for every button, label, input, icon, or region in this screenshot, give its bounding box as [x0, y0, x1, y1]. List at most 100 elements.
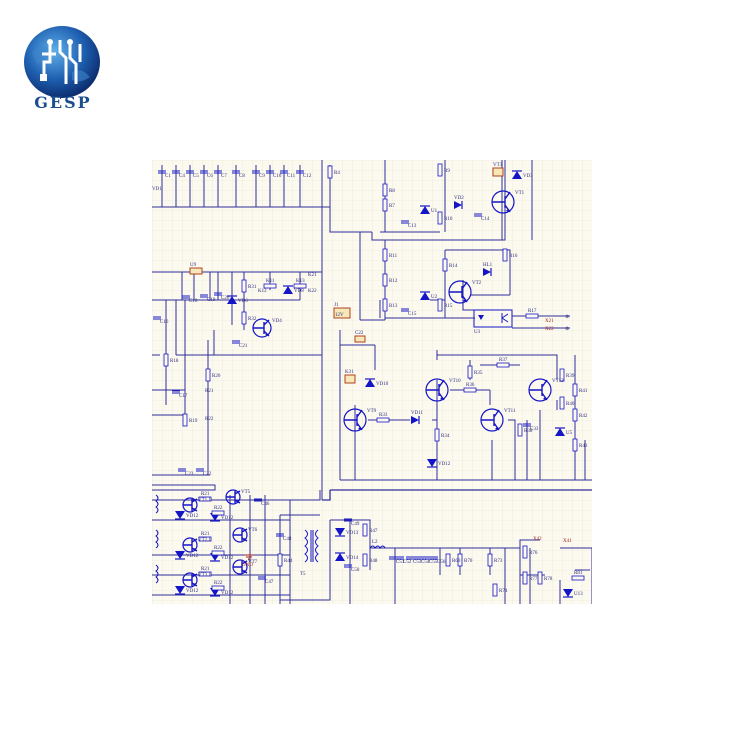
component-label: VD8: [294, 289, 304, 294]
component-label: C47: [265, 580, 274, 585]
resistor-r19: [182, 413, 188, 427]
component-label: R21: [205, 389, 214, 394]
component-label: R77: [529, 577, 538, 582]
resistor-r37: [496, 362, 510, 368]
component-label: R32: [248, 317, 257, 322]
component-label: VD12: [186, 554, 199, 559]
component-label: U1: [431, 209, 438, 214]
component-label: R33: [379, 413, 388, 418]
component-label: U2: [431, 295, 438, 300]
component-label: C10: [273, 174, 282, 179]
component-label: VD12: [221, 516, 234, 521]
terminal-plus-icon: ⊕: [565, 314, 569, 320]
resistor-r10: [437, 211, 443, 225]
resistor-r32: [241, 311, 247, 325]
component-label: C17: [179, 394, 188, 399]
resistor-r9: [437, 163, 443, 177]
capacitor-c20: [214, 292, 222, 296]
component-label: VD14: [346, 556, 359, 561]
transistor-vt2: [448, 280, 472, 304]
transistor-vt11: [480, 408, 504, 432]
component-label: C23: [185, 472, 194, 477]
diode-vd13: [335, 528, 345, 537]
resistor-r38: [517, 423, 523, 437]
component-label: VT6: [248, 528, 258, 533]
component-label: C55: [429, 560, 438, 565]
component-label: VD12: [186, 589, 199, 594]
resistor-r11: [382, 248, 388, 262]
diode-vd12: [175, 551, 185, 560]
terminal-minus-icon: ⊕: [565, 326, 569, 332]
resistor-r18: [163, 353, 169, 367]
component-label: C19: [207, 298, 216, 303]
component-label: R11: [389, 254, 398, 259]
component-label: VT7: [248, 560, 258, 565]
resistor-r8: [382, 183, 388, 197]
diode-vd8: [283, 285, 293, 294]
capacitor-c18: [182, 295, 190, 299]
component-label: R18: [170, 359, 179, 364]
component-label: C49: [351, 522, 360, 527]
component-label: K11: [266, 279, 275, 284]
resistor-r21: [198, 536, 212, 542]
component-label: U9: [190, 263, 197, 268]
component-c22b: [354, 335, 366, 343]
capacitor-c22: [196, 468, 204, 472]
diode-u5: [555, 427, 565, 436]
capacitor-c4: [172, 170, 180, 174]
capacitor-c11: [280, 170, 288, 174]
component-label: U5: [566, 431, 573, 436]
component-j1: [333, 307, 351, 319]
capacitor-c15: [401, 308, 409, 312]
component-label: T5: [300, 572, 306, 577]
component-label: R47: [369, 529, 378, 534]
component-label: R22: [214, 506, 223, 511]
component-label: K31: [345, 370, 354, 375]
capacitor-c17: [172, 390, 180, 394]
component-label: VT2: [472, 281, 482, 286]
component-label: C53: [413, 560, 422, 565]
transistor-vt7: [232, 559, 248, 575]
component-label: X41: [563, 539, 572, 544]
diode-u2: [420, 291, 430, 300]
resistor-r35: [467, 365, 473, 379]
capacitor-c54: [414, 556, 422, 560]
component-label: C14: [481, 217, 490, 222]
component-label: R21: [201, 532, 210, 537]
diode-u13: [563, 589, 573, 598]
diode-vd2: [454, 201, 463, 209]
component-label: C13: [408, 224, 417, 229]
component-label: X21: [545, 319, 554, 324]
resistor-r77: [522, 571, 528, 585]
component-label: R38: [524, 429, 533, 434]
component-label: R74: [499, 589, 508, 594]
component-label: C33: [530, 427, 539, 432]
component-label: R37: [499, 358, 508, 363]
component-label: R12: [389, 279, 398, 284]
component-label: R22: [205, 417, 214, 422]
component-label: K21: [308, 273, 317, 278]
capacitor-c7: [214, 170, 222, 174]
component-label: R81: [574, 571, 583, 576]
resistor-r34: [434, 428, 440, 442]
diode-vd10: [365, 378, 375, 387]
component-label: R22: [214, 581, 223, 586]
component-label: R21: [201, 492, 210, 497]
component-label: VD12: [438, 462, 451, 467]
resistor-r16: [502, 248, 508, 262]
inductor-coil-icon: [155, 564, 159, 584]
component-label: R40: [566, 402, 575, 407]
transistor-vt12: [528, 378, 552, 402]
transistor-vt2b: [182, 537, 198, 553]
component-label: C48: [283, 537, 292, 542]
component-label: VT12: [552, 379, 564, 384]
component-label: U13: [574, 592, 583, 597]
component-label: R76: [529, 551, 538, 556]
component-label: C8: [239, 174, 245, 179]
capacitor-c6: [200, 170, 208, 174]
resistor-r43: [572, 438, 578, 452]
component-label: R13: [389, 304, 398, 309]
transistor-vd4: [252, 318, 272, 338]
gesp-logo: [22, 22, 102, 112]
